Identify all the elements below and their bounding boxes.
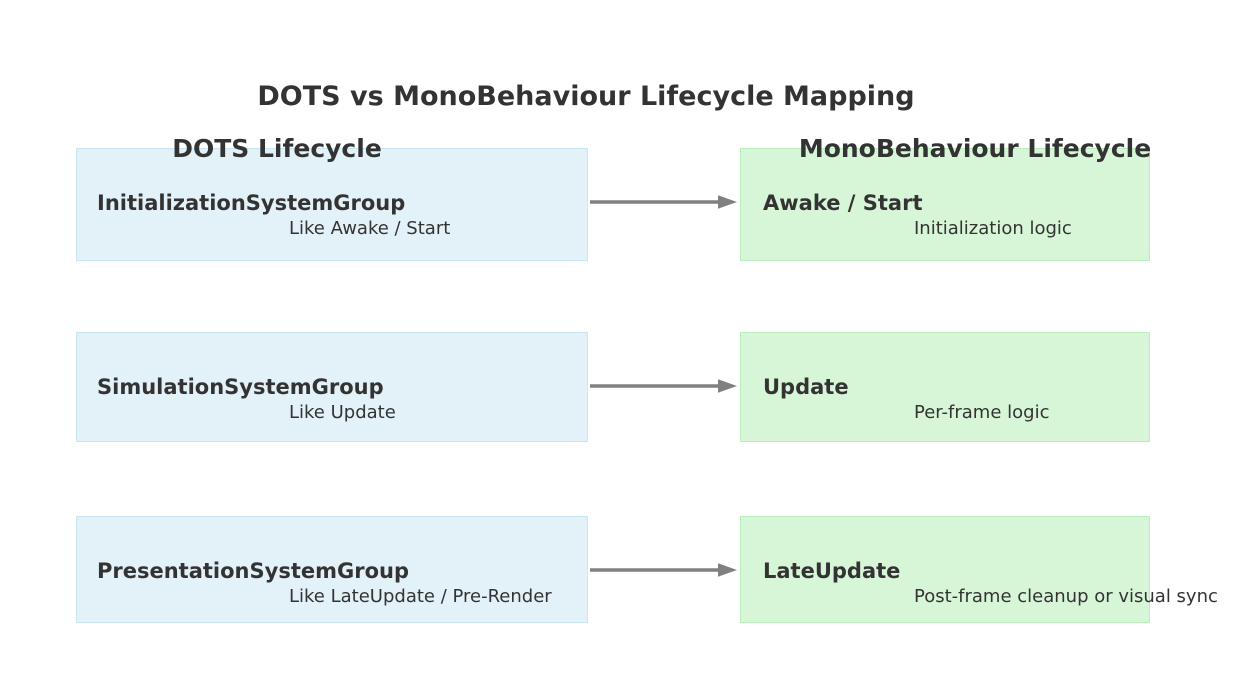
node-note: Post-frame cleanup or visual sync <box>914 586 1218 607</box>
node-label: Awake / Start <box>763 191 923 215</box>
node-label: LateUpdate <box>763 559 901 583</box>
mapping-arrow-icon <box>588 560 740 580</box>
mono-node-lateupdate: LateUpdate Post-frame cleanup or visual … <box>740 516 1218 623</box>
mapping-arrow-icon <box>588 192 740 212</box>
node-note: Initialization logic <box>914 218 1072 239</box>
node-label: PresentationSystemGroup <box>97 559 409 583</box>
node-label: Update <box>763 375 849 399</box>
column-header-dots: DOTS Lifecycle <box>172 134 382 163</box>
mapping-arrow-icon <box>588 376 740 396</box>
mapping-row: PresentationSystemGroup Like LateUpdate … <box>0 516 1241 623</box>
mapping-row: InitializationSystemGroup Like Awake / S… <box>0 148 1241 261</box>
column-header-monobehaviour: MonoBehaviour Lifecycle <box>798 134 1152 163</box>
dots-node-presentation: PresentationSystemGroup Like LateUpdate … <box>76 516 588 623</box>
diagram-title: DOTS vs MonoBehaviour Lifecycle Mapping <box>257 81 915 112</box>
node-note: Like LateUpdate / Pre-Render <box>289 586 552 607</box>
node-label: SimulationSystemGroup <box>97 375 384 399</box>
mono-node-awake-start: Awake / Start Initialization logic <box>740 148 1150 261</box>
dots-node-simulation: SimulationSystemGroup Like Update <box>76 332 588 442</box>
node-note: Like Update <box>289 402 396 423</box>
dots-node-initialization: InitializationSystemGroup Like Awake / S… <box>76 148 588 261</box>
mono-node-update: Update Per-frame logic <box>740 332 1150 442</box>
mapping-row: SimulationSystemGroup Like Update Update… <box>0 332 1241 442</box>
node-note: Per-frame logic <box>914 402 1050 423</box>
node-note: Like Awake / Start <box>289 218 451 239</box>
node-label: InitializationSystemGroup <box>97 191 406 215</box>
